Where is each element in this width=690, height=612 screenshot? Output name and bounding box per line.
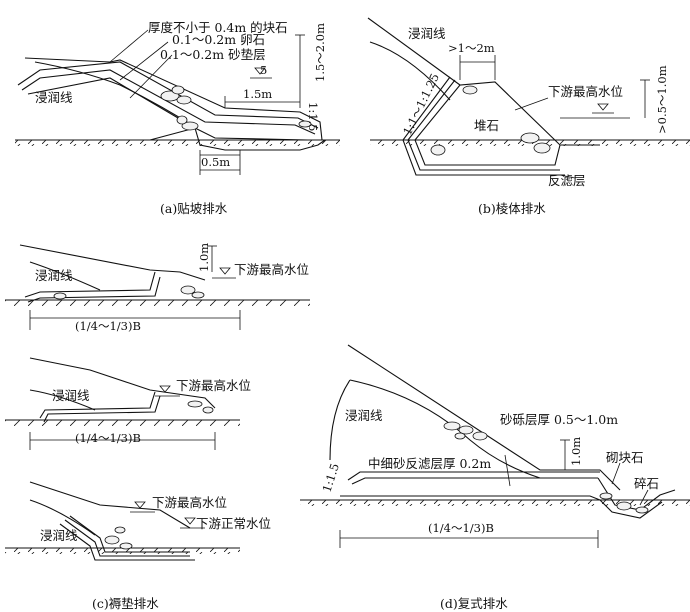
ground-hatch-a <box>15 140 340 146</box>
gravel-layer-top-d <box>351 477 598 485</box>
sand-label-a: 0.1～0.2m 砂垫层 <box>160 47 266 62</box>
caption-c: (c)褥垫排水 <box>92 596 159 611</box>
top-dim-b: >1～2m <box>448 41 495 55</box>
height-dim-c1: 1.0m <box>197 243 211 272</box>
dam-slope-d <box>347 344 621 491</box>
gravel-layer-bot-d <box>340 495 601 501</box>
panel-c-mid: 浸润线 下游最高水位 (1/4～1/3)B <box>5 357 251 450</box>
panel-a: 厚度不小于 0.4m 的块石 0.1～0.2m 卵石 0.1～0.2m 砂垫层 … <box>15 20 340 216</box>
stones-c3 <box>104 526 133 550</box>
filter-label-b: 反滤层 <box>548 173 586 188</box>
infiltration-label-c1: 浸润线 <box>35 268 73 283</box>
infiltration-line-d <box>329 379 351 461</box>
tailwater-label-b: 下游最高水位 <box>548 84 623 99</box>
panel-d: 浸润线 砂砾层厚 0.5～1.0m 中细砂反滤层厚 0.2m 1.0m 砌块石 … <box>300 344 690 611</box>
blanket-c1 <box>24 271 156 298</box>
caption-a: (a)贴坡排水 <box>160 201 228 216</box>
pebble-label-a: 0.1～0.2m 卵石 <box>172 32 265 47</box>
height-dim-d: 1.0m <box>569 437 583 466</box>
sand-layer-a <box>17 61 319 129</box>
stones-d <box>443 421 649 514</box>
broken-stone-label-d: 碎石 <box>634 476 659 491</box>
infiltration-line-c1 <box>29 261 101 291</box>
water-mark-a <box>254 67 266 75</box>
stones-b <box>430 85 551 156</box>
stones-a <box>160 85 312 131</box>
panel-b: 浸润线 >1～2m 下游最高水位 >0.5～1.0m 堆石 反滤层 1:1～1:… <box>367 17 690 216</box>
water-mark-text-a: 5 <box>260 63 267 77</box>
height-dim-a: 1.5～2.0m <box>313 23 327 82</box>
pebble-layer-a <box>21 69 316 135</box>
caption-d: (d)复式排水 <box>440 596 508 611</box>
infiltration-line-b <box>369 41 451 101</box>
slope-label-a: 1:1.5 <box>306 102 320 131</box>
tailwater-max-label-c3: 下游最高水位 <box>152 495 227 510</box>
stone-label-a: 厚度不小于 0.4m 的块石 <box>148 20 288 35</box>
bottom-dim-a: 0.5m <box>201 155 230 169</box>
filter-2-b <box>402 76 565 176</box>
slope-label-d: 1:1.5 <box>320 462 342 494</box>
infiltration-label-c3: 浸润线 <box>40 528 78 543</box>
masonry-label-d: 砌块石 <box>606 450 644 465</box>
height-dim-b: >0.5～1.0m <box>655 65 669 134</box>
prism-outline-b <box>414 84 561 166</box>
infiltration-line-c2 <box>29 389 96 411</box>
infiltration-label-a: 浸润线 <box>35 90 73 105</box>
blanket-c2 <box>39 391 156 419</box>
filter-label-d: 中细砂反滤层厚 0.2m <box>368 456 491 471</box>
infiltration-label-d: 浸润线 <box>345 408 383 423</box>
pile-label-b: 堆石 <box>474 118 499 133</box>
berm-dim-a: 1.5m <box>243 87 272 101</box>
infiltration-label-b: 浸润线 <box>408 26 446 41</box>
infiltration-label-c2: 浸润线 <box>52 388 90 403</box>
tailwater-normal-label-c3: 下游正常水位 <box>196 516 271 531</box>
tailwater-label-c2: 下游最高水位 <box>176 378 251 393</box>
panel-c-bot: 浸润线 下游最高水位 下游正常水位 <box>5 481 271 561</box>
filter-1-b <box>407 79 560 171</box>
length-dim-d: (1/4～1/3)B <box>428 521 494 535</box>
caption-b: (b)棱体排水 <box>478 201 546 216</box>
panel-c-top: 浸润线 1.0m 下游最高水位 (1/4～1/3)B <box>5 243 310 333</box>
filter-layer-d <box>347 471 600 481</box>
gravel-label-d: 砂砾层厚 0.5～1.0m <box>500 412 618 427</box>
stones-c1 <box>53 285 205 300</box>
tailwater-label-c1: 下游最高水位 <box>234 262 309 277</box>
stones-c2 <box>187 400 214 414</box>
length-dim-c2: (1/4～1/3)B <box>75 431 141 445</box>
infiltration-line-c3 <box>29 499 96 536</box>
infiltration-line-a <box>34 61 196 128</box>
length-dim-c1: (1/4～1/3)B <box>75 319 141 333</box>
